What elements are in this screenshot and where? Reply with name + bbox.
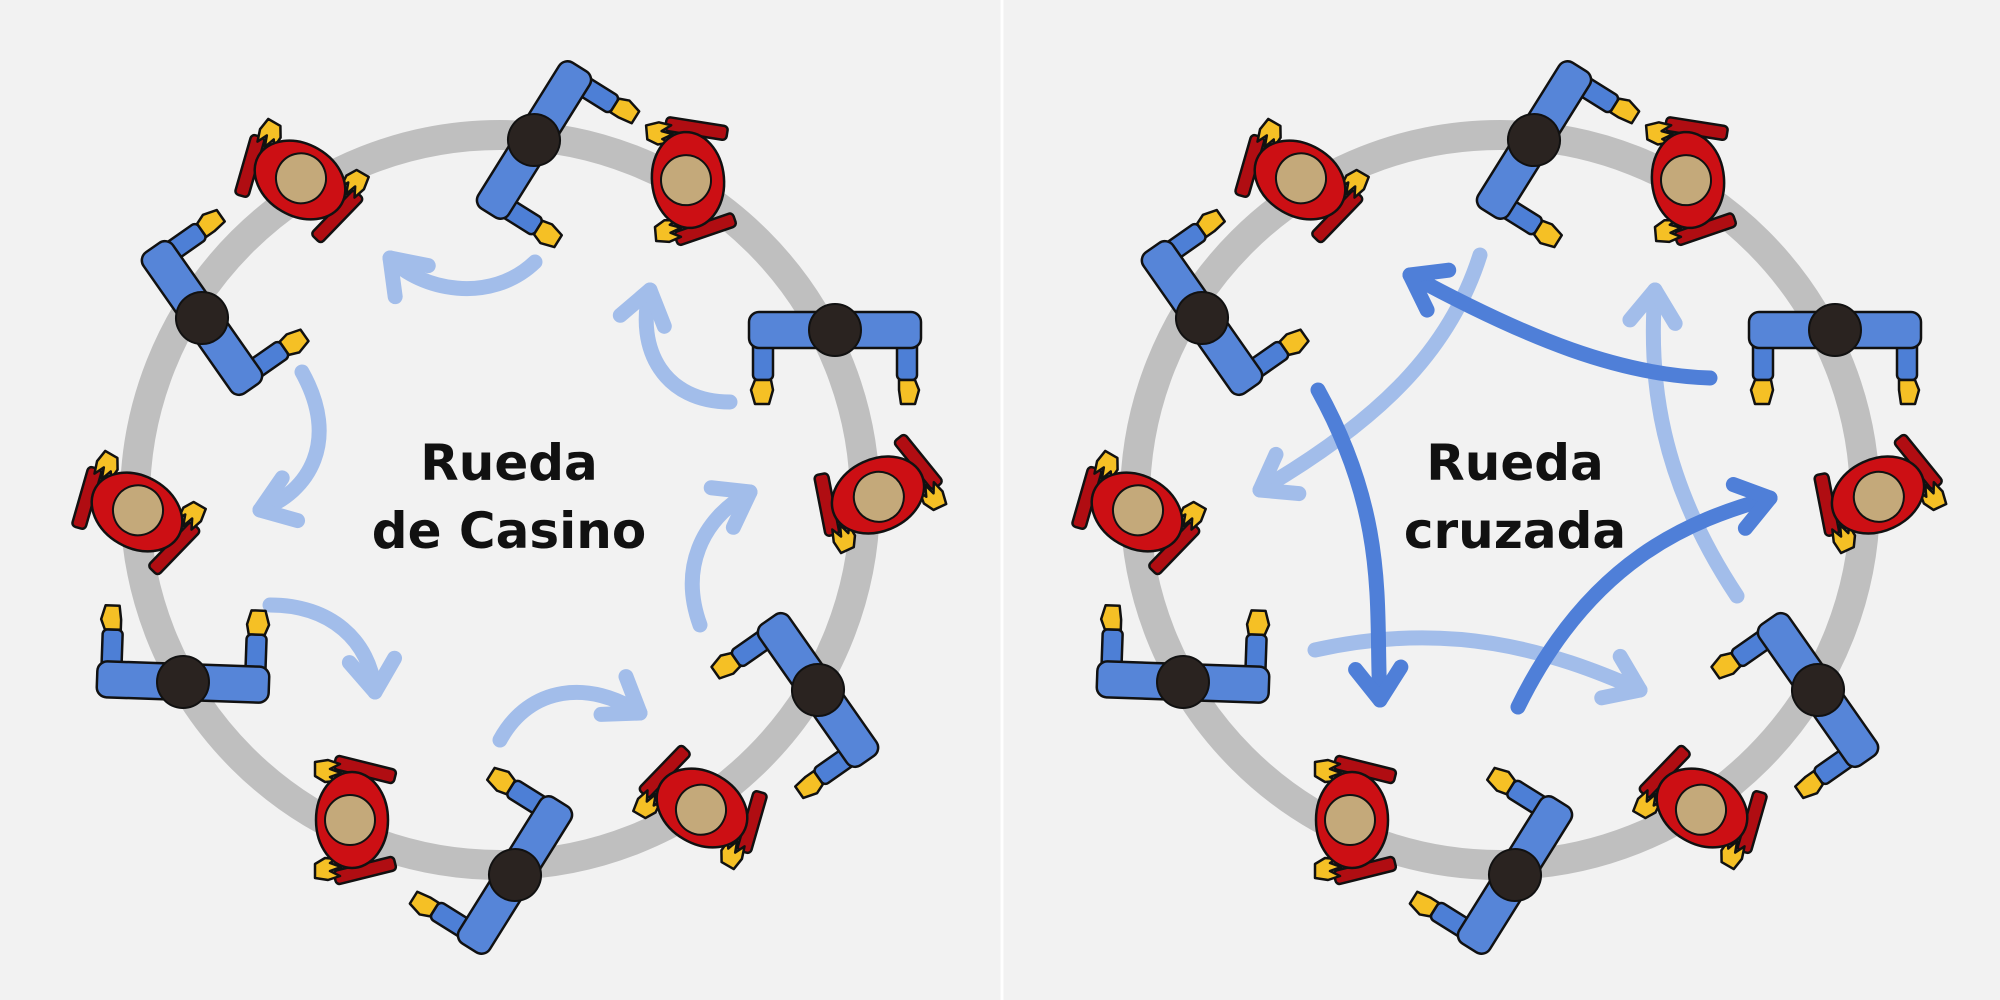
movement-arrow-light-shaft xyxy=(1645,282,1745,604)
movement-arrow-light xyxy=(492,669,648,748)
dancer-leader xyxy=(644,110,740,250)
movement-arrow-dark-shaft xyxy=(1402,267,1718,386)
arrows-light xyxy=(1252,247,1745,706)
dancer-follower xyxy=(94,603,273,713)
dance-circle-ring xyxy=(120,120,880,880)
diagram-title-line-2: de Casino xyxy=(372,502,646,560)
movement-arrow-dark xyxy=(1402,262,1718,386)
diagram-title-line-2: cruzada xyxy=(1404,502,1626,560)
movement-arrow-light-head xyxy=(1622,282,1683,331)
diagram-title-line-1: Rueda xyxy=(420,434,598,492)
movement-arrow-light-head xyxy=(382,250,436,305)
movement-arrow-dark-shaft xyxy=(1310,382,1388,708)
diagram-cruzada: Rueda cruzada xyxy=(1057,52,1954,963)
movement-arrow-light xyxy=(1622,282,1745,604)
movement-arrow-light-head xyxy=(703,480,758,535)
movement-arrow-light-shaft xyxy=(1252,247,1488,498)
diagram-casino: Rueda de Casino xyxy=(57,52,954,963)
movement-arrow-light-shaft xyxy=(684,484,758,633)
dancer-leader xyxy=(1644,110,1740,250)
movement-arrow-dark-shaft xyxy=(1510,490,1778,715)
dancer-leader xyxy=(1313,753,1398,887)
movement-arrow-light xyxy=(252,364,327,529)
movement-arrow-dark xyxy=(1510,477,1778,715)
movement-arrow-light xyxy=(262,597,403,700)
movement-arrow-light-shaft xyxy=(252,364,327,518)
movement-arrow-light xyxy=(612,282,738,410)
arrows-light xyxy=(252,250,758,748)
movement-arrow-dark-head xyxy=(1348,659,1409,708)
movement-arrow-light-head xyxy=(252,470,306,529)
movement-arrow-light-head xyxy=(1594,648,1648,706)
diagram-title-line-1: Rueda xyxy=(1426,434,1604,492)
movement-arrow-light xyxy=(382,250,543,305)
movement-arrow-light-shaft xyxy=(1307,630,1648,698)
movement-arrow-light xyxy=(1307,630,1648,706)
movement-arrow-light-shaft xyxy=(382,250,543,297)
movement-arrow-light-head xyxy=(612,282,672,334)
movement-arrow-light-shaft xyxy=(262,597,383,700)
movement-arrow-light-shaft xyxy=(638,282,738,410)
movement-arrow-dark xyxy=(1310,382,1409,708)
movement-arrow-dark-head xyxy=(1402,262,1457,318)
movement-arrow-light-head xyxy=(341,650,403,700)
movement-arrow-light-shaft xyxy=(492,684,648,748)
movement-arrow-light xyxy=(1252,247,1488,502)
movement-arrow-light-head xyxy=(1252,446,1307,502)
dancer-leader xyxy=(313,753,398,887)
dancer-follower xyxy=(1094,603,1273,713)
movement-arrow-dark-head xyxy=(1725,477,1778,536)
movement-arrow-light xyxy=(684,480,758,633)
movement-arrow-light-head xyxy=(593,669,648,722)
arrows-dark xyxy=(1310,262,1778,715)
